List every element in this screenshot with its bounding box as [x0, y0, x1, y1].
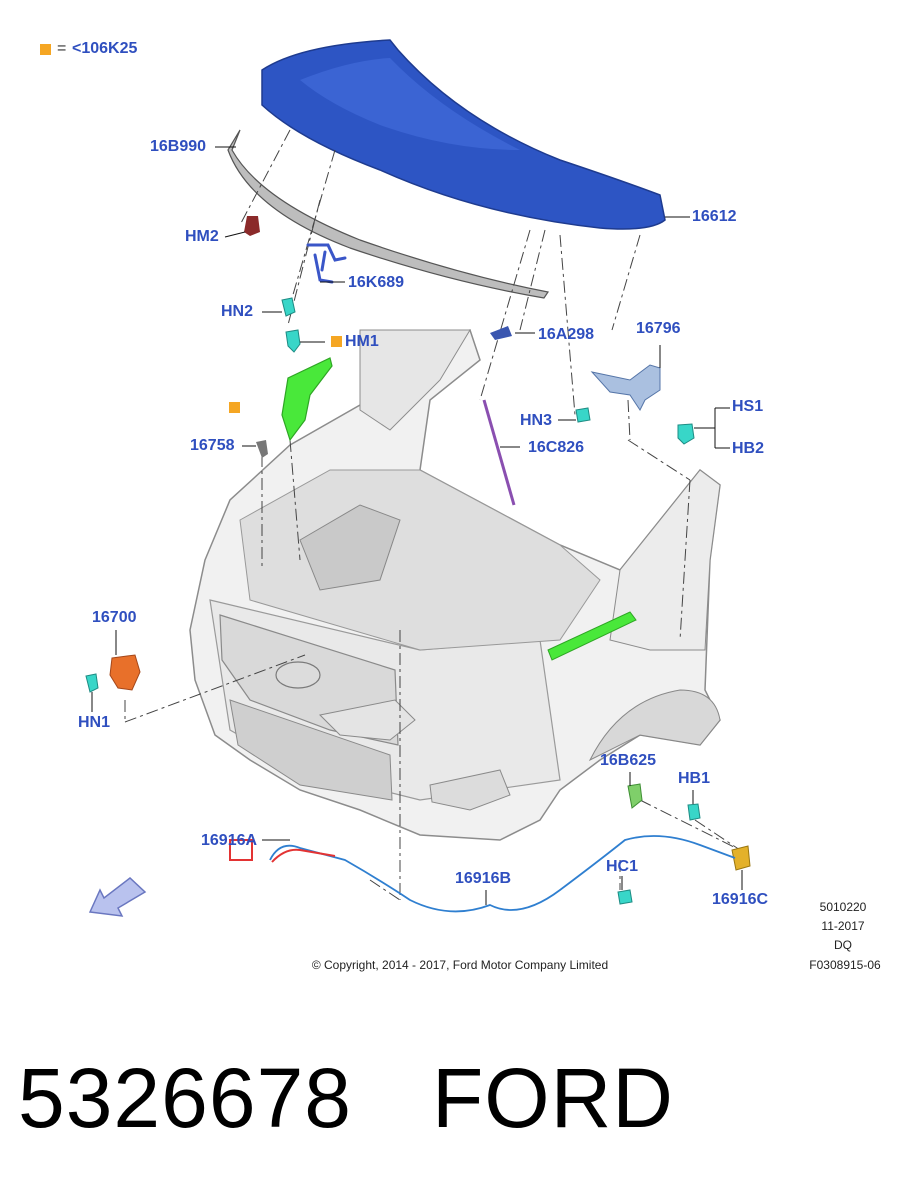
car-body	[189, 329, 721, 841]
hm1-clip	[285, 329, 301, 353]
label-16B625: 16B625	[600, 752, 657, 769]
part-16B625	[627, 783, 643, 809]
legend-marker-hm1	[331, 336, 342, 347]
hood-seal-strip	[227, 129, 549, 299]
info-date: 11-2017	[821, 919, 865, 933]
hn3-clip	[575, 407, 591, 423]
label-16916C: 16916C	[712, 891, 769, 908]
label-16C826: 16C826	[528, 439, 585, 456]
assembly-lines	[124, 129, 741, 901]
copyright: © Copyright, 2014 - 2017, Ford Motor Com…	[311, 958, 609, 972]
hb1-clip	[687, 803, 701, 821]
release-cable	[269, 835, 736, 913]
pad-16A298	[490, 326, 512, 340]
label-HN1: HN1	[78, 714, 111, 731]
part-number: 5326678	[18, 1051, 353, 1145]
label-16758: 16758	[190, 437, 235, 454]
green-seal-bracket	[281, 357, 333, 442]
hn2-clip	[281, 297, 296, 317]
info-ref: F0308915-06	[809, 958, 881, 972]
hc1-clip	[617, 889, 633, 905]
legend-marker	[40, 44, 51, 55]
label-HS1: HS1	[732, 398, 764, 415]
cable-end	[271, 848, 336, 863]
label-HN3: HN3	[520, 412, 553, 429]
legend-marker-seal	[229, 402, 240, 413]
brand-name: FORD	[432, 1051, 674, 1145]
label-16612: 16612	[692, 208, 737, 225]
label-16B990: 16B990	[150, 138, 207, 155]
hn1-clip	[85, 673, 99, 693]
hood-latch	[109, 654, 141, 691]
label-HN2: HN2	[221, 303, 254, 320]
gas-strut	[482, 399, 516, 506]
hinge-bracket	[590, 364, 661, 411]
hs1-hb2-bolt	[677, 423, 695, 445]
highlight-box	[229, 839, 253, 861]
callout-leaders	[91, 146, 743, 905]
legend-code: <106K25	[72, 40, 138, 57]
label-HM2: HM2	[185, 228, 219, 245]
label-16916A: 16916A	[201, 832, 258, 849]
exploded-hood-diagram	[85, 39, 751, 917]
info-id: 5010220	[819, 900, 867, 914]
bolt-16758	[256, 440, 268, 458]
hm2-bumper	[244, 216, 260, 236]
label-HB2: HB2	[732, 440, 765, 457]
label-HM1: HM1	[345, 333, 379, 350]
legend-equals: =	[57, 40, 67, 57]
label-16796: 16796	[636, 320, 681, 337]
info-code: DQ	[834, 938, 852, 952]
prop-rod-clip	[306, 243, 347, 284]
front-direction-arrow	[88, 877, 147, 917]
label-16A298: 16A298	[538, 326, 595, 343]
release-handle	[731, 845, 751, 871]
hood-panel	[261, 39, 666, 230]
label-16700: 16700	[92, 609, 137, 626]
label-16916B: 16916B	[455, 870, 512, 887]
label-HC1: HC1	[606, 858, 639, 875]
label-16K689: 16K689	[348, 274, 405, 291]
label-HB1: HB1	[678, 770, 711, 787]
